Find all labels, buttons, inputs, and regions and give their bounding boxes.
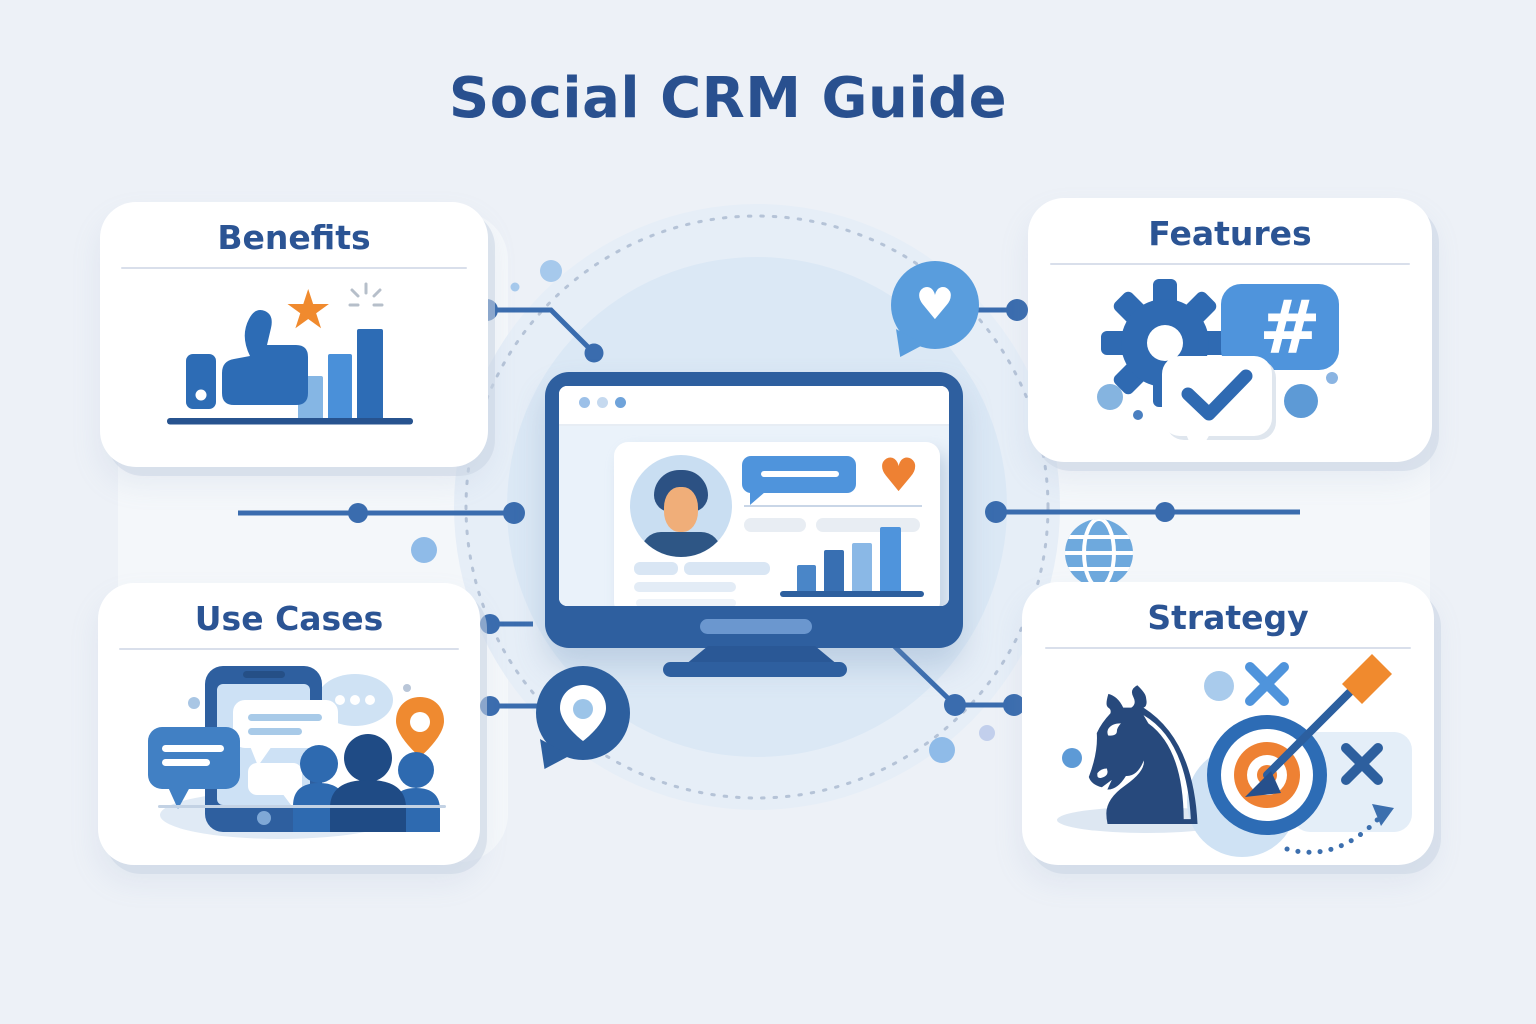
location-pin-bubble — [536, 666, 630, 769]
knight-target-icon: ♞ — [1057, 652, 1412, 869]
community-people-icon — [293, 734, 440, 832]
monitor-stand-base — [663, 662, 847, 677]
avatar-face — [664, 487, 698, 532]
accent-dots — [1097, 372, 1338, 420]
arrow-icon — [1245, 654, 1392, 797]
card-strategy-divider — [1044, 647, 1412, 649]
chat-message-line — [761, 471, 839, 477]
chat-message-bubble — [742, 456, 856, 505]
card-strategy-title: Strategy — [1147, 598, 1309, 637]
decor-dots — [411, 260, 995, 763]
gear-hashtag-check-icon: # — [1097, 279, 1339, 456]
profile-text-line — [634, 582, 736, 592]
chat-bubble-on-screen — [233, 700, 338, 766]
heart-chat-bubble: ♥ — [891, 261, 979, 357]
card-benefits: Benefits ★ — [100, 202, 488, 467]
like-heart-icon: ♥ — [878, 448, 920, 502]
browser-bar — [559, 386, 949, 426]
thumbs-up-growth-icon: ★ — [167, 278, 413, 425]
thumb-cuff-dot — [195, 389, 207, 401]
profile-text-line — [634, 562, 678, 575]
card-use-cases: Use Cases — [98, 583, 480, 865]
card-benefits-title: Benefits — [217, 218, 371, 257]
monitor-screen: ♥ — [559, 386, 949, 606]
icon-baseline — [167, 418, 413, 425]
sparkle-icon — [348, 282, 384, 307]
star-icon: ★ — [284, 278, 332, 341]
chart-bar-dark — [357, 329, 383, 421]
growth-chart-bar — [880, 527, 901, 591]
browser-dot — [579, 397, 590, 408]
location-pin-icon — [396, 697, 444, 757]
tiny-dot — [403, 684, 411, 692]
page-title: Social CRM Guide — [448, 66, 1008, 131]
thumb-cuff — [186, 354, 216, 409]
growth-chart-bar — [797, 565, 816, 591]
profile-text-line — [684, 562, 770, 575]
crm-monitor: ♥ — [545, 372, 963, 648]
profile-field-bar — [816, 518, 920, 532]
x-mark-icon — [1245, 662, 1289, 706]
location-pin-icon — [560, 685, 606, 741]
card-strategy: Strategy ♞ — [1022, 582, 1434, 869]
growth-chart-baseline — [780, 591, 924, 597]
left-message-bubble — [148, 727, 240, 809]
chess-knight-icon: ♞ — [1058, 652, 1228, 869]
screen-content: ♥ — [559, 426, 949, 606]
thumbs-up-icon — [222, 310, 308, 405]
chart-bar-mid — [328, 354, 352, 421]
card-features-title: Features — [1148, 214, 1312, 253]
card-use-cases-title: Use Cases — [194, 599, 384, 638]
growth-chart-bar — [852, 543, 872, 591]
monitor-stand-neck — [685, 646, 838, 665]
checkmark-bubble-icon — [1162, 356, 1276, 456]
accent-dot — [1062, 748, 1082, 768]
heart-icon: ♥ — [915, 279, 955, 330]
globe-icon — [1065, 519, 1133, 587]
tiny-dot — [188, 697, 200, 709]
growth-chart-bar — [824, 550, 844, 591]
dashed-arrow-icon — [1284, 804, 1394, 855]
phone-community-icon — [148, 666, 446, 839]
profile-divider — [744, 505, 922, 507]
card-features: Features # — [1028, 198, 1432, 462]
x-mark-icon-dark — [1341, 743, 1383, 785]
icon-baseline — [158, 805, 446, 808]
crm-profile-card: ♥ — [614, 442, 940, 606]
svg-text:#: # — [1259, 285, 1321, 371]
profile-field-bar — [744, 518, 806, 532]
card-features-divider — [1050, 263, 1410, 265]
card-benefits-divider — [121, 267, 467, 269]
monitor-bezel-notch — [700, 619, 812, 634]
connector-dots — [348, 299, 1175, 716]
browser-dot — [597, 397, 608, 408]
avatar-shoulders — [641, 532, 721, 557]
profile-text-line — [636, 599, 736, 606]
accent-dot — [1204, 671, 1234, 701]
browser-dot — [615, 397, 626, 408]
dotted-ring — [464, 214, 1050, 800]
card-use-cases-divider — [119, 648, 459, 650]
user-avatar — [630, 455, 732, 557]
